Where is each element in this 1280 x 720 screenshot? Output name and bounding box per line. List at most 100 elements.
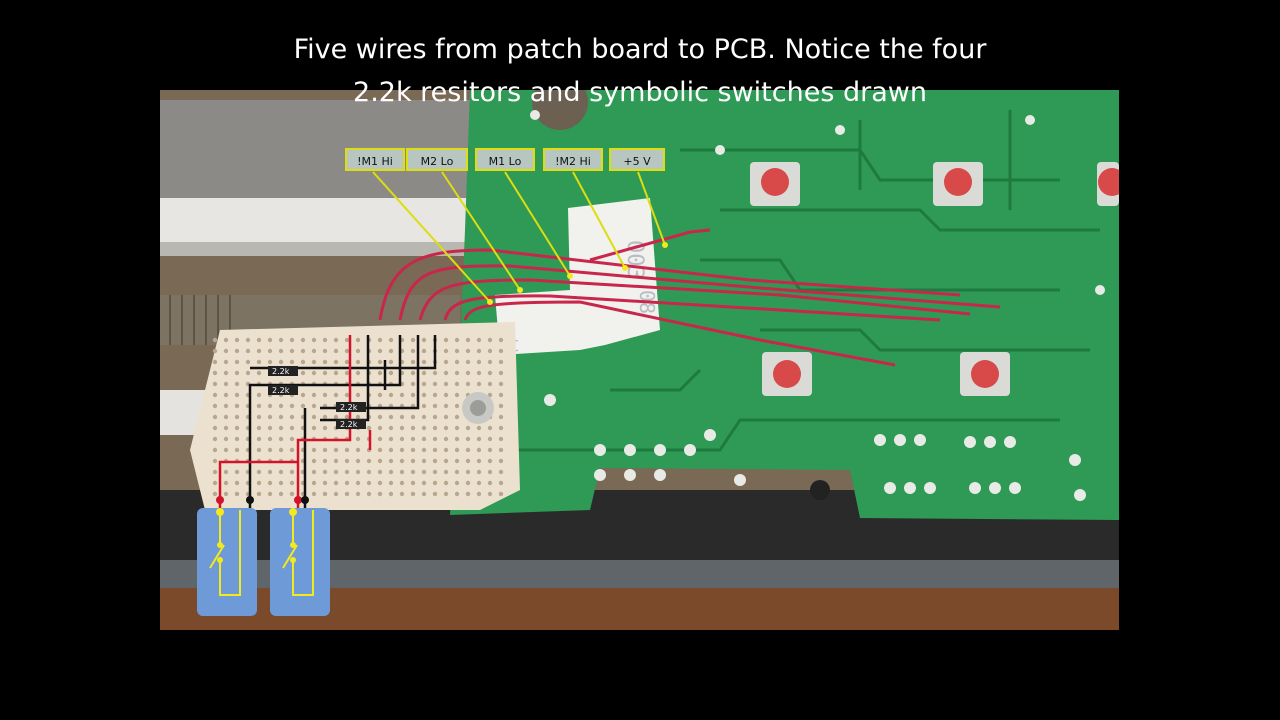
perfboard-hole xyxy=(245,359,251,365)
perfboard-hole xyxy=(333,469,339,475)
perfboard-hole xyxy=(223,491,229,497)
perfboard-hole xyxy=(278,348,284,354)
perfboard-hole xyxy=(355,436,361,442)
perfboard-hole xyxy=(487,359,493,365)
perfboard-hole xyxy=(311,480,317,486)
perfboard-hole xyxy=(465,491,471,497)
perfboard-hole xyxy=(498,370,504,376)
perfboard-hole xyxy=(344,370,350,376)
perfboard-hole xyxy=(443,348,449,354)
perfboard-hole xyxy=(278,480,284,486)
perfboard-hole xyxy=(476,348,482,354)
perfboard-hole xyxy=(421,436,427,442)
perfboard-hole xyxy=(212,414,218,420)
perfboard-hole xyxy=(278,414,284,420)
perfboard-hole xyxy=(234,447,240,453)
perfboard-hole xyxy=(476,381,482,387)
perfboard-hole xyxy=(476,491,482,497)
perfboard-hole xyxy=(234,491,240,497)
perfboard-hole xyxy=(454,370,460,376)
perfboard-hole xyxy=(410,348,416,354)
perfboard-hole xyxy=(465,348,471,354)
perfboard-hole xyxy=(212,469,218,475)
perfboard-hole xyxy=(432,370,438,376)
perfboard-hole xyxy=(476,447,482,453)
perfboard-hole xyxy=(212,425,218,431)
perfboard-hole xyxy=(410,447,416,453)
perfboard-hole xyxy=(212,403,218,409)
perfboard-hole xyxy=(432,381,438,387)
perfboard-hole xyxy=(498,436,504,442)
perfboard-hole xyxy=(487,392,493,398)
perfboard-hole xyxy=(410,337,416,343)
caption-line-1: Five wires from patch board to PCB. Noti… xyxy=(293,34,987,65)
caption: Five wires from patch board to PCB. Noti… xyxy=(0,28,1280,114)
perfboard-hole xyxy=(454,348,460,354)
perfboard-hole xyxy=(454,337,460,343)
perfboard-hole xyxy=(300,370,306,376)
perfboard-hole xyxy=(355,414,361,420)
perfboard-hole xyxy=(212,381,218,387)
perfboard-hole xyxy=(289,359,295,365)
perfboard-hole xyxy=(267,491,273,497)
perfboard-hole xyxy=(322,425,328,431)
resistor-4-label: 2.2k xyxy=(340,420,358,429)
perfboard-hole xyxy=(443,425,449,431)
perfboard-hole xyxy=(377,370,383,376)
perfboard-hole xyxy=(256,469,262,475)
perfboard-hole xyxy=(498,348,504,354)
perfboard-hole xyxy=(333,480,339,486)
perfboard-hole xyxy=(377,436,383,442)
perfboard-hole xyxy=(487,480,493,486)
perfboard-hole xyxy=(366,491,372,497)
perfboard-hole xyxy=(267,469,273,475)
perfboard-hole xyxy=(377,337,383,343)
perfboard-hole xyxy=(410,392,416,398)
perfboard-hole xyxy=(498,458,504,464)
perfboard-hole xyxy=(344,337,350,343)
perfboard-hole xyxy=(333,370,339,376)
callout-m2-lo: M2 Lo xyxy=(406,148,468,171)
perfboard-hole xyxy=(487,337,493,343)
perfboard-hole xyxy=(322,337,328,343)
perfboard-hole xyxy=(465,458,471,464)
perfboard-hole xyxy=(443,359,449,365)
perfboard-hole xyxy=(355,359,361,365)
perfboard-hole xyxy=(289,348,295,354)
perfboard-hole xyxy=(355,392,361,398)
perfboard-hole xyxy=(377,469,383,475)
perfboard-hole xyxy=(355,491,361,497)
perfboard-hole xyxy=(410,359,416,365)
perfboard-hole xyxy=(322,359,328,365)
perfboard-hole xyxy=(421,414,427,420)
perfboard-hole xyxy=(399,414,405,420)
perfboard-hole xyxy=(377,491,383,497)
perfboard-hole xyxy=(443,436,449,442)
perfboard-hole xyxy=(234,425,240,431)
perfboard-hole xyxy=(344,458,350,464)
perfboard-hole xyxy=(322,392,328,398)
perfboard-hole xyxy=(256,447,262,453)
perfboard-hole xyxy=(388,337,394,343)
perfboard-hole xyxy=(465,359,471,365)
perfboard-hole xyxy=(311,337,317,343)
perfboard-hole xyxy=(223,469,229,475)
photo-scene: 003 08 18 xyxy=(160,90,1119,630)
perfboard-hole xyxy=(355,469,361,475)
perfboard-hole xyxy=(311,458,317,464)
perfboard-hole xyxy=(421,381,427,387)
perfboard-hole xyxy=(256,370,262,376)
perfboard-hole xyxy=(289,447,295,453)
perfboard-hole xyxy=(388,359,394,365)
perfboard-hole xyxy=(388,447,394,453)
perfboard-hole xyxy=(454,436,460,442)
perfboard-hole xyxy=(454,403,460,409)
perfboard-hole xyxy=(432,403,438,409)
resistor-3: 2.2k xyxy=(336,402,366,412)
perfboard-hole xyxy=(487,370,493,376)
perfboard-hole xyxy=(267,425,273,431)
perfboard-hole xyxy=(476,425,482,431)
perfboard-hole xyxy=(267,436,273,442)
switch-symbol-2 xyxy=(270,508,330,616)
perfboard-hole xyxy=(498,392,504,398)
